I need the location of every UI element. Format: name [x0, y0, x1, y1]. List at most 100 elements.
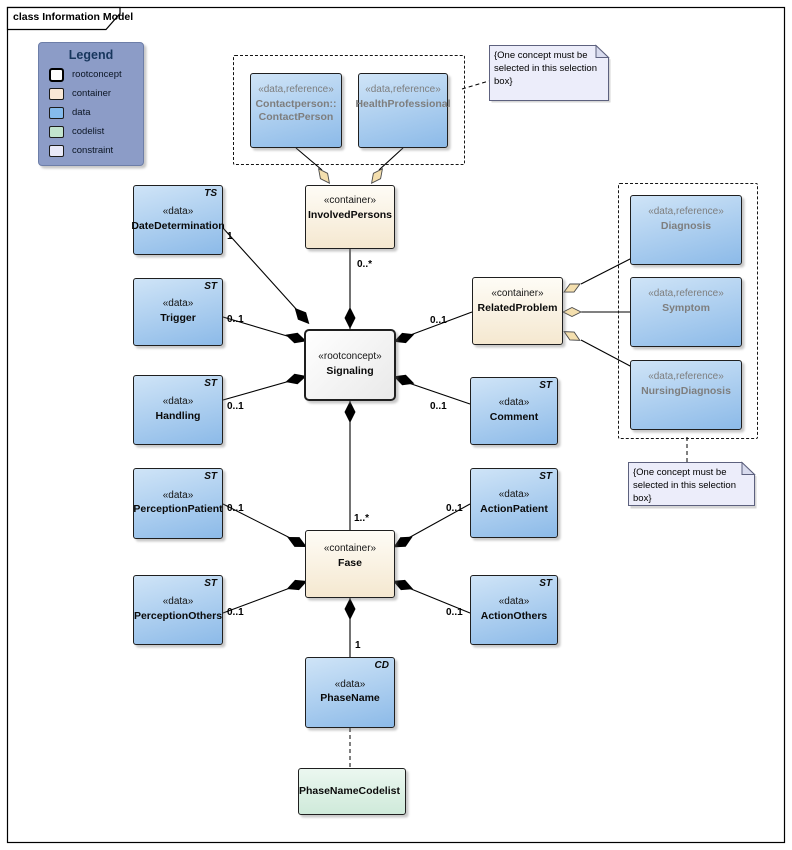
composition-diamonds: [285, 307, 415, 620]
stereotype: «data,reference»: [648, 288, 724, 299]
node-name: Trigger: [160, 311, 196, 324]
node-related-problem[interactable]: «container» RelatedProblem: [472, 277, 563, 345]
stereotype: «rootconcept»: [318, 351, 382, 363]
legend-title: Legend: [68, 48, 114, 62]
node-involved-persons[interactable]: «container» InvolvedPersons: [305, 185, 395, 249]
node-perception-others[interactable]: ST «data» PerceptionOthers: [133, 575, 223, 645]
constraint-swatch: [49, 144, 64, 157]
stereotype: «data,reference»: [648, 206, 724, 217]
stereotype: «data»: [162, 298, 194, 310]
legend-item-data: data: [49, 105, 143, 120]
type-tag: ST: [204, 378, 217, 389]
multiplicity-handling: 0..1: [227, 401, 244, 412]
node-name: Symptom: [662, 301, 710, 314]
node-diagnosis[interactable]: «data,reference» Diagnosis: [630, 195, 742, 265]
stereotype: «data,reference»: [648, 371, 724, 382]
data-swatch: [49, 106, 64, 119]
multiplicity-comment: 0..1: [430, 401, 447, 412]
legend[interactable]: Legend rootconcept container data codeli…: [38, 42, 144, 166]
constraint-note-right[interactable]: {One concept must be selected in this se…: [633, 467, 736, 504]
node-name: PhaseNameCodelist: [299, 785, 400, 798]
type-tag: CD: [374, 660, 389, 671]
node-name: RelatedProblem: [477, 301, 558, 314]
legend-item-codelist: codelist: [49, 124, 143, 139]
association-lines: [222, 147, 633, 658]
aggregation-diamonds: [317, 168, 583, 341]
selection-group-related-problem[interactable]: [618, 183, 758, 439]
stereotype: «data»: [162, 396, 194, 408]
multiplicity-trigger: 0..1: [227, 314, 244, 325]
stereotype: «data»: [162, 206, 194, 218]
selection-group-involved-persons[interactable]: [233, 55, 465, 165]
stereotype: «container»: [491, 288, 544, 299]
node-name: PerceptionPatient: [133, 503, 223, 516]
node-action-patient[interactable]: ST «data» ActionPatient: [470, 468, 558, 538]
node-name: HealthProfessional: [355, 97, 451, 110]
stereotype: «data,reference»: [258, 84, 334, 95]
type-tag: ST: [539, 471, 552, 482]
node-name: InvolvedPersons: [307, 208, 393, 221]
legend-item-constraint: constraint: [49, 143, 143, 158]
stereotype: «data»: [498, 596, 530, 608]
stereotype: «data»: [162, 596, 194, 608]
node-nursing-diagnosis[interactable]: «data,reference» NursingDiagnosis: [630, 360, 742, 430]
multiplicity-involved-persons: 0..*: [357, 259, 373, 270]
frame-title-tab: [6, 6, 121, 31]
node-handling[interactable]: ST «data» Handling: [133, 375, 223, 445]
multiplicity-action-others: 0..1: [446, 607, 463, 618]
node-date-determination[interactable]: TS «data» DateDetermination: [131, 185, 225, 255]
diagram-frame: [6, 6, 786, 844]
node-name: PerceptionOthers: [133, 609, 223, 622]
multiplicity-related-problem: 0..1: [430, 315, 447, 326]
frame-title: class Information Model: [13, 11, 134, 23]
multiplicity-date-determination: 1: [227, 231, 233, 242]
type-tag: ST: [539, 578, 552, 589]
node-name: ActionOthers: [480, 609, 548, 622]
note-shapes[interactable]: [489, 44, 757, 509]
node-signaling[interactable]: «rootconcept» Signaling: [304, 329, 396, 401]
multiplicity-perception-others: 0..1: [227, 607, 244, 618]
node-perception-patient[interactable]: ST «data» PerceptionPatient: [133, 468, 223, 539]
node-phase-name[interactable]: CD «data» PhaseName: [305, 657, 395, 728]
multiplicity-action-patient: 0..1: [446, 503, 463, 514]
node-contact-person[interactable]: «data,reference» Contactperson:: Contact…: [250, 73, 342, 148]
node-name: NursingDiagnosis: [641, 384, 731, 397]
node-name: Contactperson::: [255, 97, 337, 110]
type-tag: ST: [539, 380, 552, 391]
node-action-others[interactable]: ST «data» ActionOthers: [470, 575, 558, 645]
stereotype: «container»: [323, 195, 377, 206]
container-swatch: [49, 87, 64, 100]
type-tag: TS: [204, 188, 217, 199]
type-tag: ST: [204, 471, 217, 482]
node-comment[interactable]: ST «data» Comment: [470, 377, 558, 445]
constraint-note-top[interactable]: {One concept must be selected in this se…: [494, 50, 597, 87]
node-name: Diagnosis: [660, 219, 712, 232]
node-name-line2: ContactPerson: [258, 111, 334, 124]
stereotype: «data»: [498, 397, 530, 409]
legend-item-container: container: [49, 86, 143, 101]
node-name: Comment: [489, 410, 539, 423]
node-phase-name-codelist[interactable]: PhaseNameCodelist: [298, 768, 406, 815]
stereotype: «data,reference»: [365, 84, 441, 95]
node-name: DateDetermination: [131, 219, 225, 232]
multiplicity-fase: 1..*: [354, 513, 370, 524]
node-name: PhaseName: [320, 692, 380, 705]
node-symptom[interactable]: «data,reference» Symptom: [630, 277, 742, 347]
stereotype: «data»: [162, 489, 194, 501]
node-health-professional[interactable]: «data,reference» HealthProfessional: [355, 73, 451, 148]
rootconcept-swatch: [49, 67, 64, 82]
node-trigger[interactable]: ST «data» Trigger: [133, 278, 223, 346]
multiplicity-perception-patient: 0..1: [227, 503, 244, 514]
dependency-lines: [349, 80, 688, 769]
node-name: Fase: [338, 556, 362, 569]
node-name: Signaling: [326, 364, 374, 377]
type-tag: ST: [204, 578, 217, 589]
node-fase[interactable]: «container» Fase: [305, 530, 395, 598]
stereotype: «data»: [334, 678, 366, 690]
node-name: Handling: [155, 409, 201, 422]
type-tag: ST: [204, 281, 217, 292]
stereotype: «data»: [498, 489, 530, 501]
multiplicity-phase-name: 1: [355, 640, 361, 651]
